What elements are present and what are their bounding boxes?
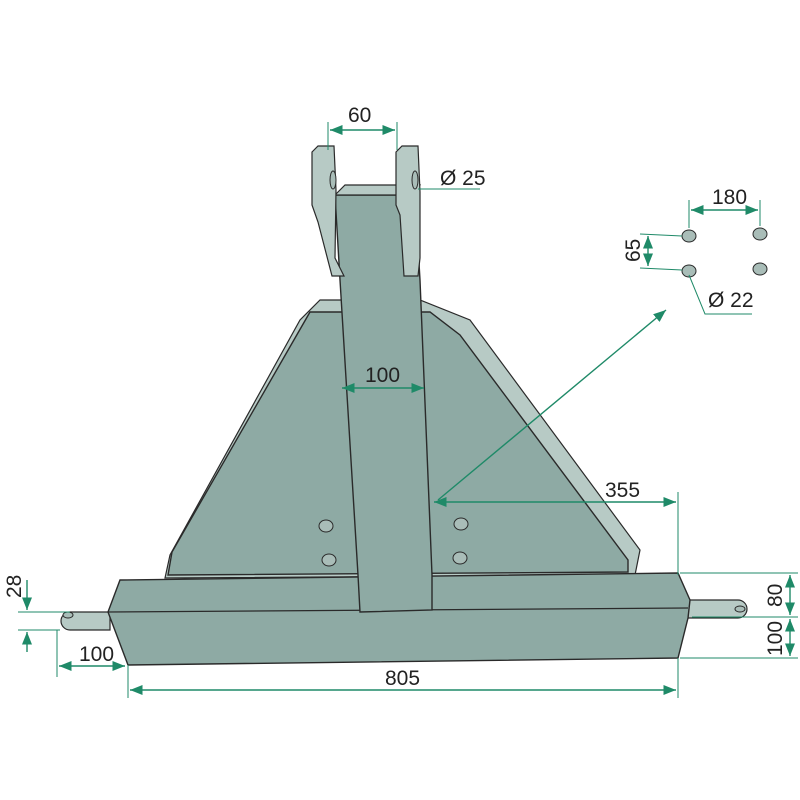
right-stub-pin — [687, 599, 748, 619]
hole-spacing-v-label: 65 — [622, 239, 645, 262]
hole-spacing-h-label: 180 — [712, 186, 747, 209]
hole-offset-label: 355 — [605, 479, 640, 502]
left-clevis-ear — [311, 145, 345, 277]
hole-diameter-label: Ø 22 — [708, 289, 754, 312]
hole-pattern-detail — [681, 227, 768, 278]
total-width-label: 805 — [385, 667, 420, 690]
pin-thickness-label: 28 — [3, 575, 26, 598]
beam-lower-label: 100 — [764, 621, 787, 656]
mounting-holes — [318, 517, 469, 567]
right-clevis-ear — [395, 145, 421, 277]
beam-upper-label: 80 — [764, 584, 787, 607]
column-width-label: 100 — [365, 364, 400, 387]
pin-gap-label: 60 — [348, 104, 371, 127]
left-stub-pin — [60, 611, 111, 631]
pin-diameter-label: Ø 25 — [440, 167, 486, 190]
dimension-lines — [18, 122, 798, 698]
pin-length-label: 100 — [79, 643, 114, 666]
